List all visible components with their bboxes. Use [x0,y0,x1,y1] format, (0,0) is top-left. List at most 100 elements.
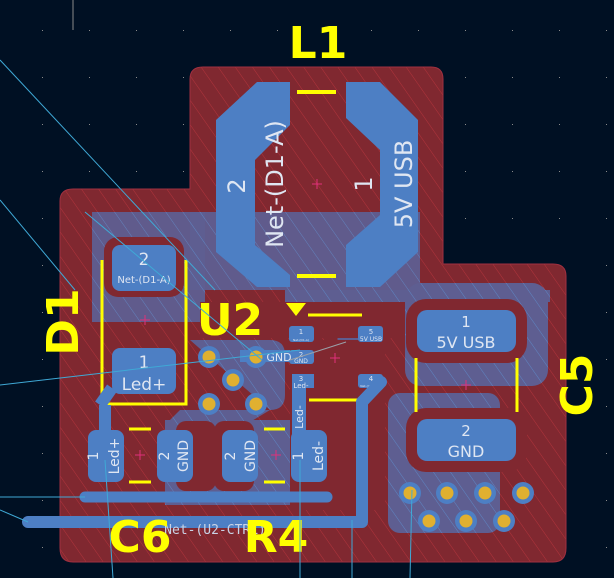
track-gnd-label: GND [266,351,291,364]
u2-pin1-marker [286,303,306,316]
ref-d1[interactable]: D1 [38,288,89,355]
u2-pad3-number: 3 [299,375,303,383]
grid-dot [89,124,90,125]
grid-dot [465,171,466,172]
ref-l1[interactable]: L1 [289,18,348,69]
c6-pad-1[interactable] [88,430,124,482]
grid-dot [42,547,43,548]
ratsnest-line [409,489,413,578]
grid-dot [42,30,43,31]
via-hole [226,373,240,387]
grid-dot [183,77,184,78]
r4-anchor [271,450,281,460]
grid-dot [606,500,607,501]
u2-pad-3[interactable] [292,374,314,440]
d1-anchor [140,315,150,325]
u2-anchor [330,353,340,363]
grid-dot [512,218,513,219]
ratsnest-line [0,509,29,523]
via-hole [478,486,492,500]
grid-dot [371,30,372,31]
grid-dot [559,218,560,219]
via-hole [403,486,417,500]
track-led-minus-label: Led- [293,405,306,429]
ratsnest-line [0,199,76,291]
grid-dot [42,453,43,454]
grid-dot [89,171,90,172]
grid-dot [512,171,513,172]
grid-dot [230,30,231,31]
c6-pad-2[interactable] [157,430,193,482]
l1-anchor [312,179,322,189]
l1-pad-1[interactable] [346,82,418,287]
ref-c5[interactable]: C5 [552,354,603,417]
via-hole [249,397,263,411]
track-d1-pad1[interactable] [95,384,117,409]
grid-dot [42,406,43,407]
u2-via-group [198,346,267,415]
u2-pad5-number: 5 [369,328,373,336]
grid-dot [606,406,607,407]
u2-pad-5[interactable] [358,326,383,342]
grid-dot [42,312,43,313]
grid-dot [606,312,607,313]
via-hole [422,514,436,528]
c6-anchor [135,450,145,460]
r4-pad2-net: GND [243,440,259,472]
l1-pad1-number: 1 [350,176,378,191]
r4-pad2-number: 2 [223,452,239,461]
u2-pad2-net: GND [294,358,308,365]
grid-dot [136,77,137,78]
ref-u2[interactable]: U2 [197,295,263,346]
u2-pad-1[interactable] [289,326,314,342]
grid-dot [42,218,43,219]
grid-dot [277,30,278,31]
d1-pad-2[interactable] [112,245,176,291]
via-hole [440,486,454,500]
c5-pad1-net: 5V USB [436,333,495,352]
u2-pad2-number: 2 [299,351,303,359]
u2-pad4-number: 4 [369,375,374,383]
c5-pad-2[interactable] [417,419,516,461]
grid-dot [559,171,560,172]
grid-dot [136,124,137,125]
d1-pad1-number: 1 [139,353,150,373]
u2-pad3-net: Led- [293,382,309,390]
d1-pad2-net: Net-(D1-A) [117,275,170,286]
grid-dot [606,124,607,125]
grid-dot [465,218,466,219]
l1-pad1-net: 5V USB [390,140,418,229]
c5-pad-1[interactable] [417,310,516,352]
grid-dot [606,218,607,219]
d1-silk-outline [100,260,188,406]
grid-dot [606,265,607,266]
grid-dot [606,77,607,78]
ratsnest [0,59,413,578]
grid-dot [606,171,607,172]
ref-r4[interactable]: R4 [244,512,309,563]
c6-pad1-net: Led+ [107,438,123,475]
grid-dot [42,77,43,78]
grid-dot [418,30,419,31]
l1-pad2-number: 2 [223,178,251,193]
grid-dot [42,500,43,501]
via-hole [497,514,511,528]
l1-pad-2[interactable] [216,82,290,287]
grid-dot [606,453,607,454]
grid-dot [324,30,325,31]
grid-dot [559,77,560,78]
d1-pad-1[interactable] [112,348,176,394]
u2-pad-2[interactable] [289,350,314,364]
grid-dot [512,124,513,125]
d1-pad2-number: 2 [139,250,150,270]
u2-pad1-number: 1 [299,328,303,336]
ratsnest-line [104,459,114,578]
ref-c6[interactable]: C6 [109,512,172,563]
track-u2-ctrl[interactable] [22,376,387,528]
d1-pad1-net: Led+ [122,375,167,395]
r4-pad1-net: Led- [311,441,327,471]
grid-dot [42,265,43,266]
l1-pad2-net: Net-(D1-A) [261,120,289,248]
r4-pad-2[interactable] [222,430,258,482]
